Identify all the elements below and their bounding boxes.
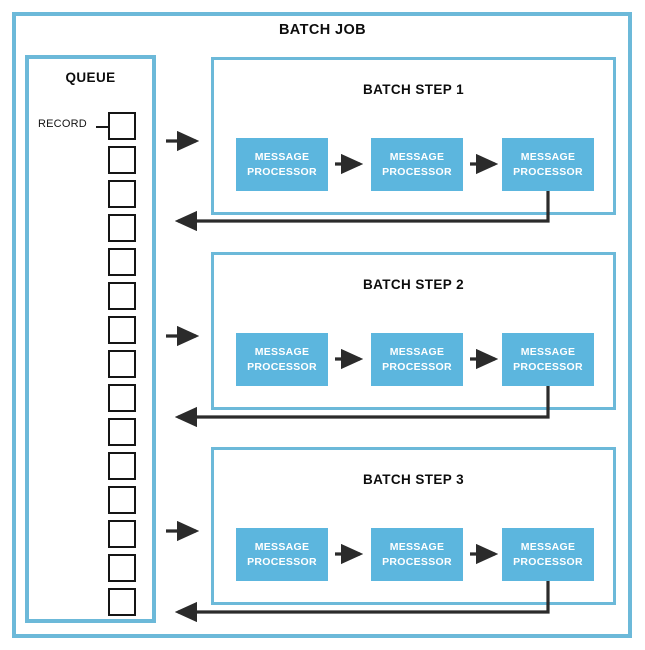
batch-job-title: BATCH JOB	[278, 22, 367, 38]
record-leader-line	[96, 126, 109, 128]
record-label: RECORD	[38, 118, 87, 130]
message-processor-line2: PROCESSOR	[382, 165, 452, 178]
message-processor-line1: MESSAGE	[389, 346, 445, 359]
batch-step-frame-3	[211, 447, 616, 605]
queue-record-box	[108, 316, 136, 344]
queue-record-box	[108, 418, 136, 446]
message-processor-line1: MESSAGE	[520, 541, 576, 554]
queue-record-box	[108, 486, 136, 514]
message-processor-line1: MESSAGE	[254, 541, 310, 554]
batch-step-frame-1	[211, 57, 616, 215]
message-processor-line2: PROCESSOR	[513, 360, 583, 373]
message-processor-line1: MESSAGE	[254, 151, 310, 164]
batch-step-title-1: BATCH STEP 1	[362, 82, 465, 97]
queue-record-box	[108, 554, 136, 582]
queue-record-stack	[108, 112, 140, 622]
message-processor-line2: PROCESSOR	[513, 555, 583, 568]
message-processor-line2: PROCESSOR	[247, 555, 317, 568]
message-processor-line2: PROCESSOR	[382, 555, 452, 568]
message-processor-line1: MESSAGE	[520, 346, 576, 359]
queue-record-box	[108, 248, 136, 276]
queue-record-box	[108, 180, 136, 208]
batch-step-frame-2	[211, 252, 616, 410]
queue-record-box	[108, 350, 136, 378]
message-processor-line1: MESSAGE	[254, 346, 310, 359]
queue-record-box	[108, 588, 136, 616]
queue-record-box	[108, 384, 136, 412]
message-processor-line2: PROCESSOR	[247, 360, 317, 373]
batch-step-title-2: BATCH STEP 2	[362, 277, 465, 292]
queue-record-box	[108, 214, 136, 242]
queue-record-box	[108, 520, 136, 548]
message-processor-line2: PROCESSOR	[382, 360, 452, 373]
message-processor-line1: MESSAGE	[389, 541, 445, 554]
message-processor-line1: MESSAGE	[520, 151, 576, 164]
batch-job-frame	[12, 12, 632, 638]
message-processor-line2: PROCESSOR	[513, 165, 583, 178]
queue-record-box	[108, 112, 136, 140]
queue-record-box	[108, 452, 136, 480]
queue-title: QUEUE	[65, 70, 116, 85]
queue-frame	[25, 55, 156, 623]
message-processor-line2: PROCESSOR	[247, 165, 317, 178]
queue-record-box	[108, 146, 136, 174]
batch-step-title-3: BATCH STEP 3	[362, 472, 465, 487]
queue-record-box	[108, 282, 136, 310]
message-processor-line1: MESSAGE	[389, 151, 445, 164]
